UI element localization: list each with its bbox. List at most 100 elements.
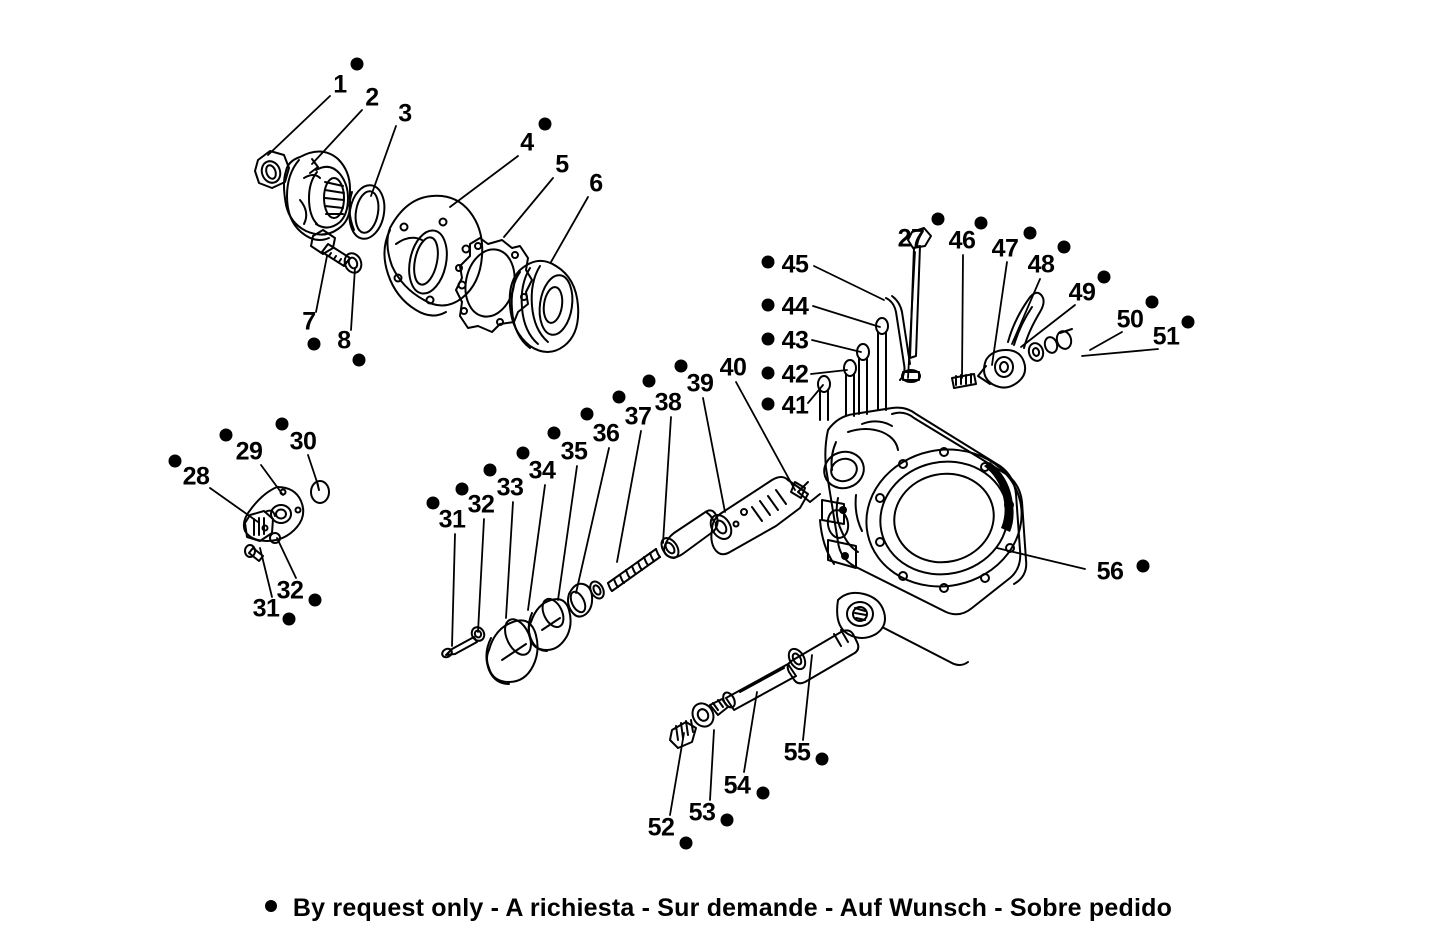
- callout-number-53: 53: [688, 798, 716, 827]
- callout-number-43: 43: [781, 326, 809, 355]
- callout-number-45: 45: [781, 250, 809, 279]
- part-35-washer-c: [567, 582, 594, 618]
- callout-number-1: 1: [333, 70, 347, 99]
- part-56-bell-housing: [797, 406, 1028, 666]
- callout-number-48: 48: [1027, 250, 1055, 279]
- part-32-nut-small: [470, 626, 486, 642]
- part-2-hub: [283, 150, 351, 241]
- callout-number-32: 32: [276, 576, 304, 605]
- by-request-bullet-icon-39: [674, 359, 688, 373]
- callout-number-3: 3: [398, 99, 412, 128]
- callout-number-5: 5: [555, 150, 569, 179]
- by-request-bullet-icon-53: [720, 813, 734, 827]
- by-request-bullet-icon-33: [483, 463, 497, 477]
- callout-number-52: 52: [647, 813, 675, 842]
- by-request-bullet-icon-36: [580, 407, 594, 421]
- by-request-bullet-icon-37: [612, 390, 626, 404]
- callout-number-34: 34: [528, 456, 556, 485]
- callout-number-7: 7: [302, 307, 316, 336]
- by-request-bullet-icon-44: [761, 298, 775, 312]
- by-request-bullet-icon-35: [547, 426, 561, 440]
- part-46-shaft: [951, 373, 977, 389]
- by-request-bullet-icon-50: [1145, 295, 1159, 309]
- callout-number-36: 36: [592, 419, 620, 448]
- by-request-bullet-icon-7: [307, 337, 321, 351]
- by-request-bullet-icon-1: [350, 57, 364, 71]
- footer-note: By request only - A richiesta - Sur dema…: [0, 893, 1437, 923]
- part-45-shift-rod: [885, 295, 911, 381]
- callout-number-6: 6: [589, 169, 603, 198]
- callout-number-32: 32: [467, 490, 495, 519]
- callout-number-55: 55: [783, 738, 811, 767]
- by-request-bullet-icon-56: [1136, 559, 1150, 573]
- callout-number-28: 28: [182, 462, 210, 491]
- part-31-pin-left: [244, 544, 264, 562]
- callout-number-33: 33: [496, 473, 524, 502]
- part-55-sleeve: [786, 629, 860, 685]
- callout-number-4: 4: [520, 128, 534, 157]
- part-3-seal: [348, 184, 386, 240]
- callout-number-2: 2: [365, 83, 379, 112]
- callout-number-47: 47: [991, 234, 1019, 263]
- by-request-bullet-icon-4: [538, 117, 552, 131]
- callout-number-56: 56: [1096, 557, 1124, 586]
- part-30-cap: [310, 480, 330, 504]
- part-42-stud: [843, 359, 857, 417]
- by-request-bullet-icon-46: [974, 216, 988, 230]
- callout-number-37: 37: [624, 402, 652, 431]
- callout-number-8: 8: [337, 326, 351, 355]
- callout-number-31: 31: [252, 594, 280, 623]
- by-request-bullet-icon-51: [1181, 315, 1195, 329]
- part-39-40-shaft: [709, 476, 809, 556]
- by-request-bullet-icon-42: [761, 366, 775, 380]
- leader-lines-group-c: [451, 381, 796, 647]
- part-8-washer: [343, 252, 363, 274]
- part-51-pin: [1027, 342, 1045, 362]
- by-request-bullet-icon-55: [815, 752, 829, 766]
- part-43-stud: [856, 343, 870, 415]
- part-36-washer-small: [589, 580, 605, 600]
- callout-number-54: 54: [723, 771, 751, 800]
- by-request-bullet-icon-45: [761, 255, 775, 269]
- by-request-bullet-icon-49: [1097, 270, 1111, 284]
- footer-note-text: By request only - A richiesta - Sur dema…: [292, 893, 1173, 922]
- leader-lines-group-a: [267, 95, 589, 331]
- callout-number-38: 38: [654, 388, 682, 417]
- by-request-bullet-icon-31: [426, 496, 440, 510]
- part-53-bushing: [691, 698, 729, 728]
- by-request-bullet-icon-31: [282, 612, 296, 626]
- by-request-bullet-icon-29: [219, 428, 233, 442]
- part-44-stud: [875, 317, 889, 411]
- callout-number-35: 35: [560, 437, 588, 466]
- part-28-fitting: [244, 509, 276, 542]
- callout-number-40: 40: [719, 353, 747, 382]
- callout-number-42: 42: [781, 360, 809, 389]
- part-47-48-lever: [977, 291, 1045, 389]
- by-request-bullet-icon-52: [679, 836, 693, 850]
- part-50-washer: [1043, 336, 1059, 354]
- part-34-cup-medium: [527, 597, 572, 652]
- part-4-flange: [383, 194, 484, 317]
- callout-number-31: 31: [438, 505, 466, 534]
- part-41-stud: [817, 375, 831, 421]
- callout-number-50: 50: [1116, 305, 1144, 334]
- by-request-bullet-icon-54: [756, 786, 770, 800]
- callout-number-29: 29: [235, 437, 263, 466]
- by-request-bullet-icon-48: [1057, 240, 1071, 254]
- by-request-bullet-icon: [264, 900, 277, 913]
- callout-number-39: 39: [686, 369, 714, 398]
- by-request-bullet-icon-38: [642, 374, 656, 388]
- by-request-bullet-icon-28: [168, 454, 182, 468]
- by-request-bullet-icon-34: [516, 446, 530, 460]
- by-request-bullet-icon-27: [931, 212, 945, 226]
- by-request-bullet-icon-41: [761, 397, 775, 411]
- part-32-pin-left: [269, 532, 281, 544]
- by-request-bullet-icon-30: [275, 417, 289, 431]
- part-6-pulley: [508, 259, 580, 353]
- callout-number-46: 46: [948, 226, 976, 255]
- by-request-bullet-icon-43: [761, 332, 775, 346]
- part-52-screw: [669, 719, 697, 749]
- part-37-spring: [607, 548, 661, 592]
